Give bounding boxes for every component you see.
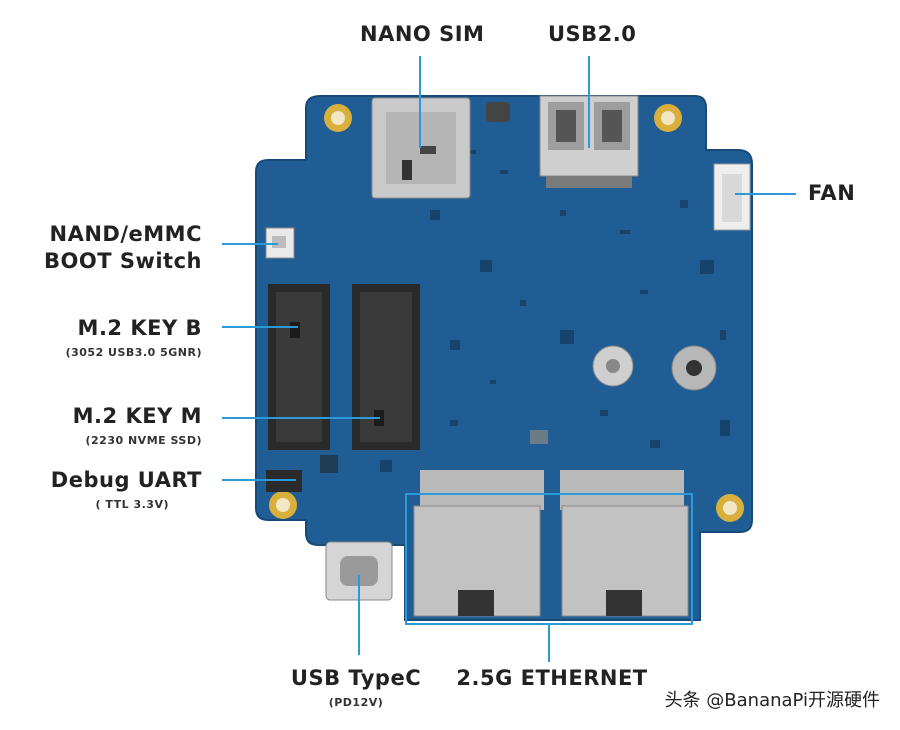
- m2-key-m-connector: [352, 284, 420, 450]
- label-usb-typec: USB TypeC: [290, 666, 422, 690]
- leader-lines: [222, 56, 796, 662]
- label-debug-uart-sub: ( TTL 3.3V): [95, 498, 169, 511]
- label-m2-key-m: M.2 KEY M: [72, 404, 202, 428]
- ethernet-ports: [413, 470, 689, 617]
- label-ethernet: 2.5G ETHERNET: [456, 666, 648, 690]
- watermark: 头条 @BananaPi开源硬件: [664, 690, 880, 711]
- label-debug-uart: Debug UART: [50, 468, 202, 492]
- label-boot-switch-line2: BOOT Switch: [43, 249, 202, 273]
- m2-key-b-connector: [268, 284, 330, 450]
- fan-connector: [713, 163, 751, 231]
- label-m2-key-b: M.2 KEY B: [77, 316, 202, 340]
- label-boot-switch-line1: NAND/eMMC: [49, 222, 202, 246]
- standoffs: [592, 345, 717, 391]
- boot-switch: [265, 227, 295, 259]
- label-fan: FAN: [808, 181, 856, 205]
- label-m2-key-m-sub: (2230 NVME SSD): [85, 434, 202, 447]
- reset-button: [486, 102, 510, 122]
- pcb-components: [320, 150, 730, 473]
- label-usb20: USB2.0: [548, 22, 637, 46]
- usb-typec-port: [325, 541, 393, 601]
- label-nano-sim: NANO SIM: [360, 22, 485, 46]
- label-m2-key-b-sub: (3052 USB3.0 5GNR): [65, 346, 202, 359]
- label-usb-typec-sub: (PD12V): [328, 696, 384, 709]
- mounting-holes: [269, 104, 744, 522]
